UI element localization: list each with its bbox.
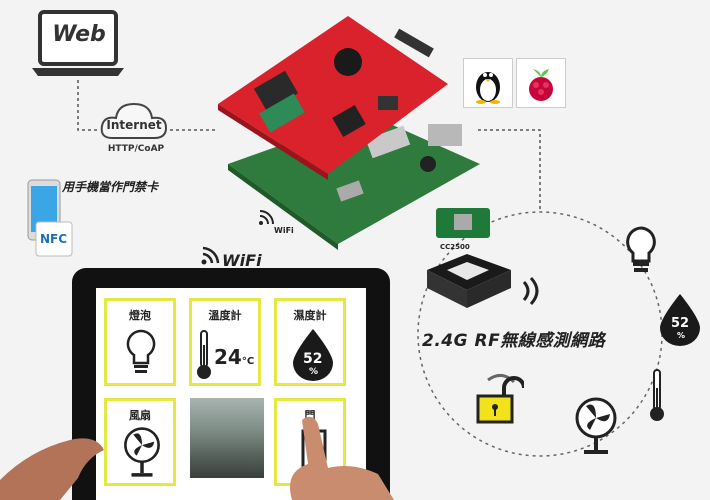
linux-logo-tile (463, 58, 513, 108)
padlock-icon (476, 374, 524, 424)
phone-nfc-icon (27, 179, 73, 257)
laptop-icon (32, 10, 124, 76)
tile-door-label: 門 (304, 409, 316, 422)
thermometer-icon (650, 369, 664, 421)
tile-bulb-label: 燈泡 (129, 309, 151, 322)
cloud-icon (100, 102, 168, 139)
left-hand-image (0, 438, 104, 500)
ring-humidity-unit: % (677, 331, 686, 340)
raspberry-pi-icon (529, 69, 553, 101)
cc2500-label: CC2500 (440, 243, 470, 251)
rf-network-label: 2.4G RF無線感測網路 (422, 331, 606, 351)
temperature-readout: 24°C (214, 345, 254, 369)
temperature-value: 24 (214, 345, 242, 369)
thermometer-icon (197, 330, 211, 379)
tile-thermometer-label: 溫度計 (208, 309, 242, 322)
ring-humidity-value: 52 (671, 316, 690, 331)
humidity-drop-icon (660, 294, 700, 346)
wifi-icon (201, 246, 220, 265)
bulb-icon (126, 329, 156, 373)
tile-hygrometer-label: 濕度計 (293, 309, 327, 322)
tile-fan-label: 風扇 (129, 409, 151, 422)
right-hand-image (290, 416, 394, 500)
tile-thermometer[interactable]: 溫度計 24°C (189, 298, 261, 386)
nfc-caption: 用手機當作門禁卡 (62, 180, 159, 194)
tile-hygrometer[interactable]: 濕度計 52 % (274, 298, 346, 386)
tile-bulb[interactable]: 燈泡 (104, 298, 176, 386)
board-wifi-label: WiFi (274, 226, 294, 235)
fan-icon (124, 427, 160, 477)
nfc-card-label: NFC (40, 232, 68, 246)
wifi-signal-icon (259, 210, 274, 225)
dev-board-image (218, 16, 480, 250)
humidity-value: 52 (303, 351, 323, 367)
temperature-unit: °C (241, 356, 255, 367)
protocol-label: HTTP/CoAP (107, 144, 165, 154)
camera-feed-image[interactable] (190, 398, 264, 478)
humidity-unit: % (309, 367, 319, 377)
cc2500-module-icon (436, 208, 490, 238)
tux-icon (476, 72, 500, 104)
raspberry-logo-tile (516, 58, 566, 108)
bulb-icon (626, 226, 656, 272)
rf-chip-icon (427, 254, 511, 308)
wifi-label: WiFi (222, 251, 262, 270)
rf-signal-icon (522, 276, 539, 306)
web-label: Web (52, 22, 106, 47)
cloud-label: Internet (106, 118, 162, 132)
tile-fan[interactable]: 風扇 (104, 398, 176, 486)
humidity-drop-icon (293, 329, 333, 381)
fan-icon (575, 397, 617, 454)
